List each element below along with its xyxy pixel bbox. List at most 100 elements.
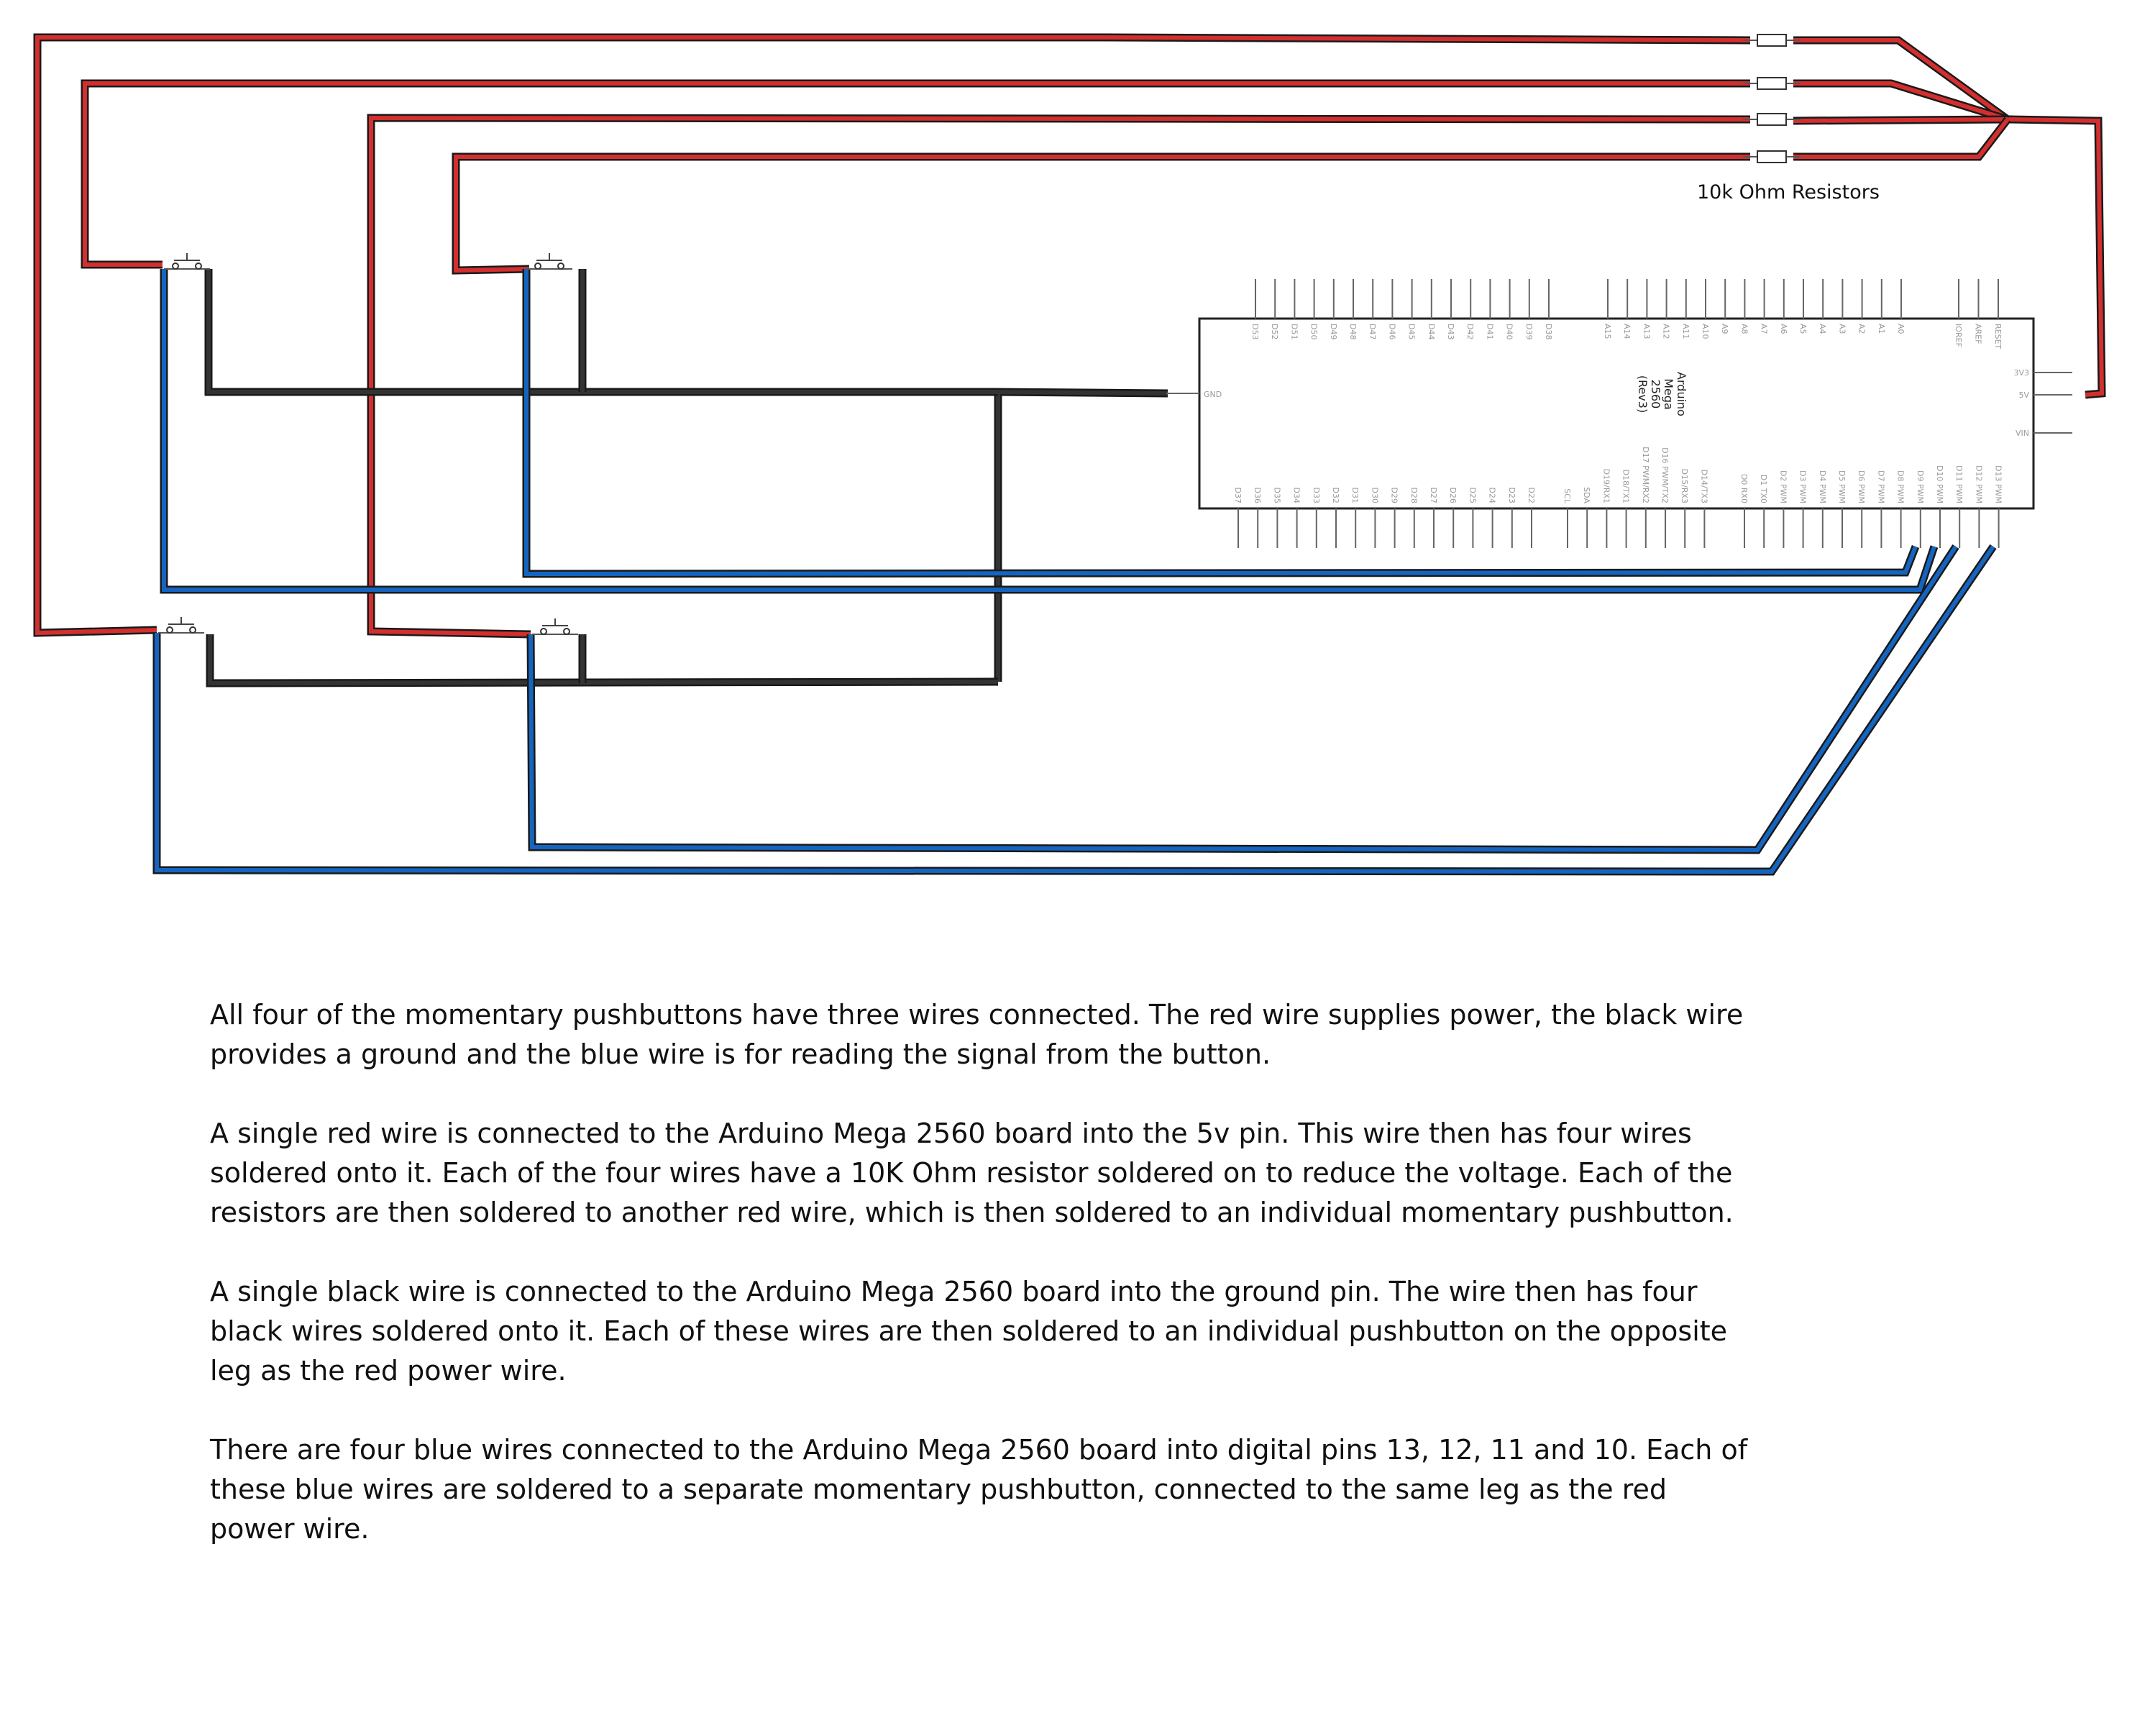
pin-label-D2 PWM: D2 PWM	[1778, 470, 1788, 503]
black-wire-gnd-trunk	[996, 389, 1168, 682]
pin-label-AREF: AREF	[1974, 324, 1983, 344]
pin-label-D51: D51	[1289, 324, 1299, 339]
red-wire-junction-1	[1793, 38, 2009, 122]
pin-label-D11 PWM: D11 PWM	[1954, 465, 1964, 503]
power-wires	[33, 33, 2106, 639]
pin-label-D6 PWM: D6 PWM	[1857, 470, 1866, 503]
pin-label-D45: D45	[1407, 324, 1417, 339]
pin-label-D23: D23	[1507, 488, 1516, 503]
pin-label-D41: D41	[1485, 324, 1494, 339]
board-name-line-4: (Rev3)	[1636, 375, 1650, 413]
pin-label-D50: D50	[1309, 324, 1319, 339]
pin-label-VIN: VIN	[2016, 429, 2029, 438]
black-wire-gnd-trunk-outline	[994, 388, 1168, 682]
pin-label-GND: GND	[1204, 390, 1222, 399]
pin-label-D53: D53	[1250, 324, 1260, 339]
resistor-4	[1757, 150, 1787, 163]
black-wire-button-2	[206, 269, 998, 394]
pin-label-3V3: 3V3	[2013, 368, 2029, 378]
pin-label-D9 PWM: D9 PWM	[1916, 470, 1925, 503]
pin-label-D5 PWM: D5 PWM	[1837, 470, 1847, 503]
board-name: Arduino Mega 2560 (Rev3)	[1636, 372, 1688, 416]
pin-label-5V: 5V	[2018, 390, 2029, 400]
signal-wires	[152, 269, 1997, 876]
pin-label-SDA: SDA	[1582, 487, 1591, 503]
pin-label-D46: D46	[1387, 324, 1396, 339]
pin-label-A7: A7	[1760, 324, 1769, 334]
pin-label-A1: A1	[1877, 324, 1886, 334]
pin-label-D48: D48	[1348, 324, 1358, 339]
red-wire-junction-4	[1793, 118, 2010, 159]
pushbutton-3	[158, 617, 204, 634]
pin-label-D13 PWM: D13 PWM	[1994, 465, 2003, 503]
description: All four of the momentary pushbuttons ha…	[210, 995, 1756, 1589]
pin-label-A9: A9	[1720, 324, 1729, 334]
pin-label-D15/RX3: D15/RX3	[1680, 469, 1689, 503]
red-wire-button-2-outline	[81, 79, 1750, 269]
pin-label-D28: D28	[1409, 488, 1419, 503]
resistor-1	[1757, 34, 1787, 47]
pin-label-D47: D47	[1368, 324, 1377, 339]
red-wire-junction-4-outline	[1793, 117, 2011, 161]
pin-label-D19/RX1: D19/RX1	[1601, 469, 1611, 503]
pin-label-D34: D34	[1292, 488, 1301, 503]
blue-wire-d11	[524, 269, 1918, 577]
pin-label-A0: A0	[1896, 324, 1905, 334]
description-paragraph: There are four blue wires connected to t…	[210, 1434, 1748, 1545]
pin-label-A3: A3	[1837, 324, 1847, 334]
board-name-line-1: Arduino	[1675, 372, 1688, 416]
pin-label-D8 PWM: D8 PWM	[1896, 470, 1905, 503]
pin-label-D36: D36	[1253, 488, 1262, 503]
pin-label-D16 PWM/TX2: D16 PWM/TX2	[1660, 447, 1670, 503]
blue-wire-d12	[529, 545, 1958, 853]
pin-label-D18/TX1: D18/TX1	[1621, 470, 1631, 503]
pushbutton-2	[526, 253, 572, 270]
pin-label-A12: A12	[1662, 324, 1671, 339]
pin-label-D24: D24	[1488, 488, 1497, 503]
pushbutton-1	[164, 253, 210, 270]
board-name-line-3: 2560	[1649, 380, 1662, 409]
red-wire-button-4-outline	[452, 152, 1750, 275]
description-paragraph: A single red wire is connected to the Ar…	[210, 1118, 1734, 1228]
pin-label-D29: D29	[1390, 488, 1399, 503]
pin-label-D0 RX0: D0 RX0	[1739, 474, 1749, 503]
blue-wire-d10	[162, 269, 1936, 592]
resistor-2	[1757, 77, 1787, 90]
blue-wire-d13-outline	[152, 544, 1997, 876]
pin-label-D35: D35	[1272, 488, 1281, 503]
pin-label-D14/TX3: D14/TX3	[1699, 470, 1708, 503]
pin-label-A15: A15	[1603, 324, 1612, 339]
pin-label-D42: D42	[1465, 324, 1475, 339]
pushbuttons	[158, 253, 578, 635]
black-wire-button-1-outline	[206, 634, 999, 687]
pin-label-IOREF: IOREF	[1954, 324, 1963, 347]
pin-label-D3 PWM: D3 PWM	[1798, 470, 1808, 503]
pin-label-A2: A2	[1857, 324, 1867, 334]
description-paragraph: A single black wire is connected to the …	[210, 1276, 1728, 1386]
pin-label-RESET: RESET	[1993, 324, 2003, 350]
pin-label-D33: D33	[1312, 488, 1321, 503]
resistor-label: 10k Ohm Resistors	[1697, 181, 1880, 204]
pin-label-D37: D37	[1233, 488, 1243, 503]
pin-label-A14: A14	[1622, 324, 1632, 339]
pin-label-D17 PWM/RX2: D17 PWM/RX2	[1641, 447, 1650, 503]
pin-label-D12 PWM: D12 PWM	[1974, 465, 1983, 503]
pin-label-A6: A6	[1779, 324, 1788, 334]
pin-label-D27: D27	[1429, 488, 1438, 503]
pin-label-A10: A10	[1701, 324, 1710, 339]
board-outline	[1198, 317, 2035, 510]
pin-label-D25: D25	[1468, 488, 1477, 503]
pin-label-D38: D38	[1544, 324, 1553, 339]
pin-label-D4 PWM: D4 PWM	[1818, 470, 1827, 503]
pin-label-A4: A4	[1818, 324, 1827, 334]
red-wire-junction-2	[1793, 81, 2008, 122]
description-paragraph: All four of the momentary pushbuttons ha…	[210, 999, 1744, 1070]
pin-label-D1 TX0: D1 TX0	[1759, 475, 1768, 503]
blue-wire-d13	[155, 545, 1995, 874]
pin-label-A8: A8	[1739, 324, 1749, 334]
resistors	[1743, 34, 1801, 163]
pin-label-D10 PWM: D10 PWM	[1935, 465, 1944, 503]
